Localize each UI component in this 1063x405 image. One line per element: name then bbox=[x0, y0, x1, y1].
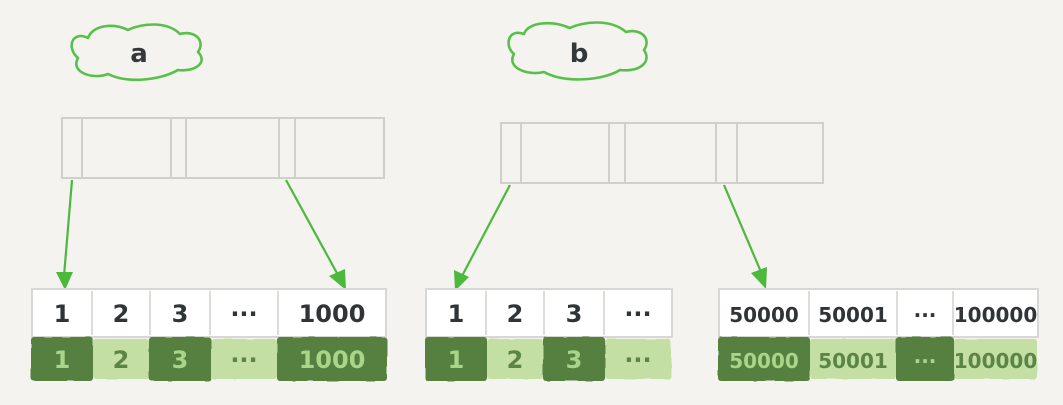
leaf-b-first-node: 1 1 2 2 3 3 ··· ··· bbox=[425, 288, 673, 381]
leaf-b-last-value: 100000 bbox=[954, 349, 1038, 373]
leaf-a-value-cell bbox=[31, 337, 93, 381]
tree-b-left-pointer-arrow bbox=[454, 184, 511, 291]
leaf-b-last-value: 50001 bbox=[818, 349, 888, 373]
leaf-b-last-key: 100000 bbox=[954, 303, 1038, 327]
leaf-nodes: 112233······10001000112233······50000500… bbox=[31, 288, 1039, 381]
leaf-b-first-value: ··· bbox=[624, 346, 651, 374]
leaf-a-value-cell bbox=[149, 337, 211, 381]
leaf-b-last-value: 50000 bbox=[729, 349, 799, 373]
leaf-b-last-value: ··· bbox=[914, 349, 937, 373]
leaf-a-key: ··· bbox=[230, 300, 257, 328]
leaf-b-first-key: 3 bbox=[566, 300, 583, 328]
tree-a-label: a bbox=[130, 39, 148, 69]
leaf-a-node: 1 1 2 2 3 3 ··· ··· 1000 1000 bbox=[31, 288, 387, 381]
leaf-b-first-value: 1 bbox=[448, 346, 465, 374]
leaf-a-key: 1000 bbox=[299, 300, 366, 328]
leaf-a-value-cell bbox=[93, 339, 149, 379]
tree-b-right-pointer-arrow bbox=[722, 184, 767, 289]
leaf-b-first-key-row bbox=[425, 288, 673, 338]
tree-a-right-pointer-arrow bbox=[285, 179, 346, 290]
tree-a-index-node bbox=[61, 117, 385, 179]
leaf-b-first-value-cell bbox=[605, 339, 671, 379]
leaf-a-value: ··· bbox=[230, 346, 257, 374]
leaf-b-first-key: 1 bbox=[448, 300, 465, 328]
tree-b-index-node bbox=[500, 122, 824, 184]
leaf-a-value: 2 bbox=[113, 346, 130, 374]
leaf-a-key: 3 bbox=[172, 300, 189, 328]
leaf-b-last-value-cell bbox=[896, 337, 954, 381]
leaf-b-first-value-cell bbox=[425, 337, 487, 381]
leaf-b-first-value-cell bbox=[543, 337, 605, 381]
leaf-b-last-key: ··· bbox=[914, 303, 937, 327]
tree-b-label-cloud: b bbox=[507, 21, 648, 81]
leaf-a-key: 1 bbox=[54, 300, 71, 328]
leaf-b-last-node: 50000 50000 50001 50001 ··· ··· 100000 100000 bbox=[718, 288, 1039, 381]
leaf-b-first-value: 3 bbox=[566, 346, 583, 374]
leaf-b-first-value: 2 bbox=[507, 346, 524, 374]
tree-a-label-cloud: a bbox=[70, 23, 203, 82]
tree-a-left-pointer-arrow bbox=[56, 179, 74, 290]
leaf-b-first-key: 2 bbox=[507, 300, 524, 328]
leaf-a-value: 1 bbox=[54, 346, 71, 374]
leaf-b-last-key: 50001 bbox=[818, 303, 888, 327]
leaf-a-value-cell bbox=[277, 337, 387, 381]
leaf-b-last-key-row bbox=[718, 288, 1039, 338]
leaf-a-value: 1000 bbox=[299, 346, 366, 374]
leaf-a-value: 3 bbox=[172, 346, 189, 374]
tree-b-label: b bbox=[570, 39, 589, 69]
leaf-a-value-cell bbox=[211, 339, 277, 379]
leaf-a-key: 2 bbox=[113, 300, 130, 328]
leaf-b-last-value-cell bbox=[954, 339, 1037, 379]
leaf-b-first-key: ··· bbox=[624, 300, 651, 328]
leaf-b-last-value-cell bbox=[718, 337, 810, 381]
leaf-b-last-value-cell bbox=[810, 339, 896, 379]
leaf-b-last-key: 50000 bbox=[729, 303, 799, 327]
leaf-b-first-value-cell bbox=[487, 339, 543, 379]
